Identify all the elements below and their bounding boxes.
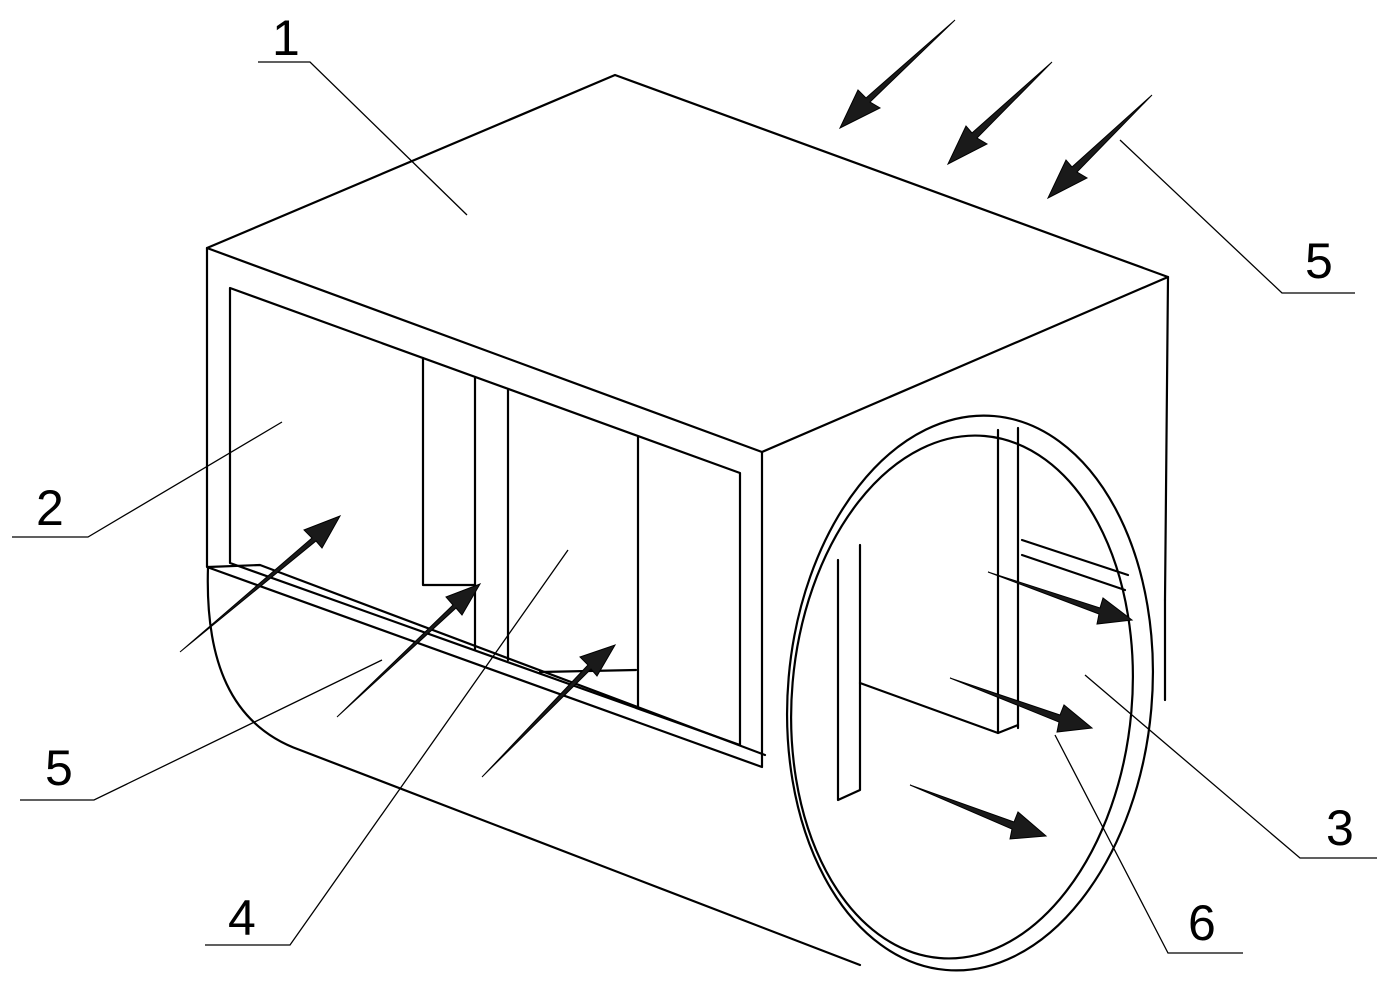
arrow-front-1 [179, 515, 342, 653]
label-5-left: 5 [45, 740, 73, 796]
arrow-top-1 [838, 19, 956, 130]
arrow-front-2 [336, 583, 482, 718]
arrow-out-3 [909, 784, 1048, 840]
arrow-out-1 [987, 571, 1134, 625]
inner-channels [836, 426, 1130, 802]
end-ring [785, 414, 1155, 972]
label-3: 3 [1326, 800, 1354, 856]
arrow-out-2 [949, 677, 1094, 733]
leader-lines [12, 61, 1377, 954]
top-panel [205, 73, 1170, 454]
label-4: 4 [228, 890, 256, 946]
arrow-top-3 [1046, 94, 1153, 200]
arrow-front-3 [481, 644, 617, 778]
cylinder-shell [206, 563, 1167, 967]
airflow-arrows [179, 19, 1153, 840]
part-labels: 1 5 2 5 4 3 6 [36, 10, 1354, 951]
front-channels [421, 356, 640, 710]
label-2: 2 [36, 480, 64, 536]
label-6: 6 [1188, 895, 1216, 951]
arrow-top-2 [946, 61, 1053, 166]
front-frame [205, 246, 1170, 769]
label-1: 1 [272, 10, 300, 66]
label-5-top: 5 [1305, 233, 1333, 289]
